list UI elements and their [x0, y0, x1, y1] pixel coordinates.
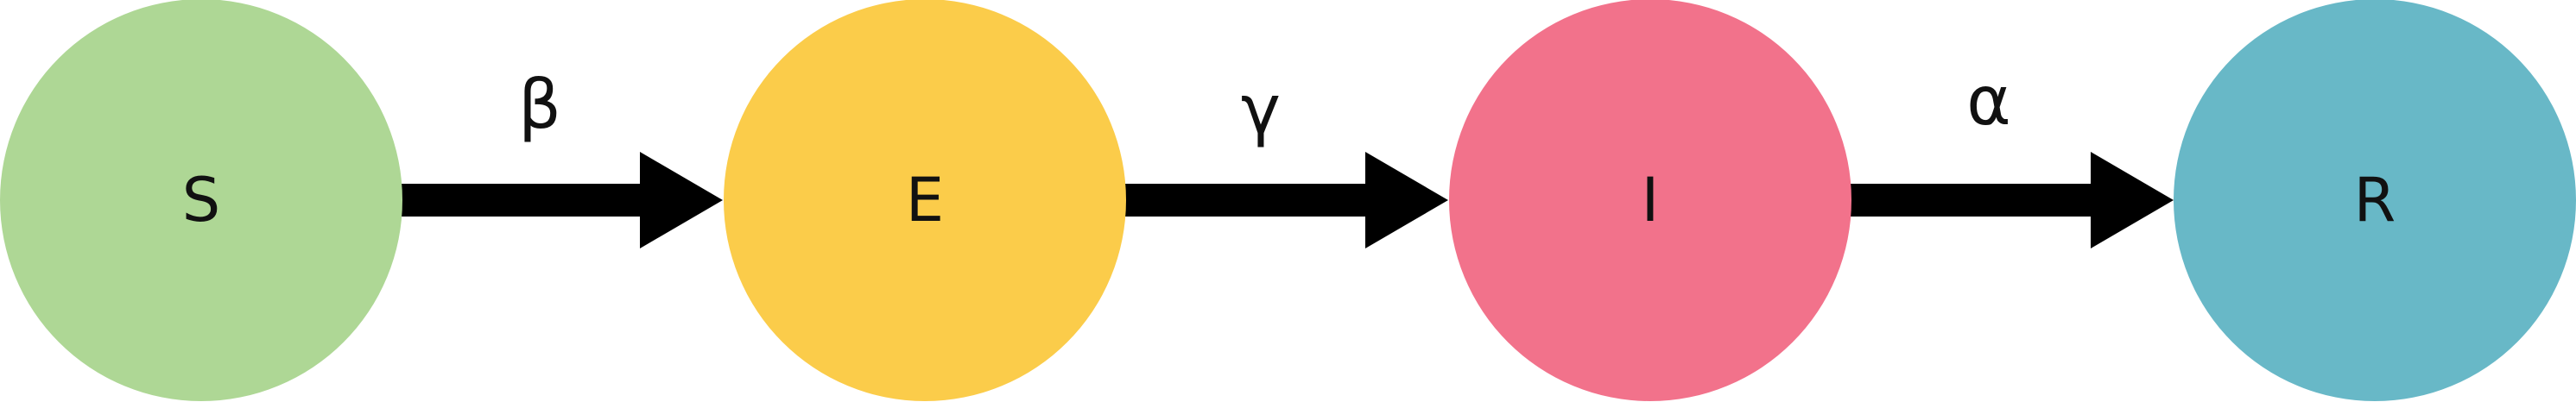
arrow-s-to-e-shaft	[400, 184, 643, 217]
arrow-e-to-i	[1125, 152, 1448, 248]
node-r-circle	[2174, 0, 2576, 401]
node-r-label: R	[2354, 165, 2396, 236]
node-i-circle	[1449, 0, 1851, 401]
arrow-e-to-i-head	[1365, 152, 1448, 248]
arrow-s-to-e	[400, 152, 723, 248]
arrow-s-to-e-head	[640, 152, 723, 248]
edge-label-alpha: α	[1966, 63, 2010, 141]
node-i: I	[1449, 0, 1851, 401]
node-s-circle	[0, 0, 402, 401]
node-s-label: S	[182, 165, 220, 236]
node-i-label: I	[1642, 165, 1660, 236]
arrow-i-to-r-shaft	[1851, 184, 2094, 217]
node-e-label: E	[906, 165, 944, 236]
arrow-i-to-r	[1851, 152, 2174, 248]
node-r: R	[2174, 0, 2576, 401]
edge-label-beta: β	[518, 66, 561, 144]
arrow-i-to-r-head	[2091, 152, 2174, 248]
node-e-circle	[724, 0, 1126, 401]
node-s: S	[0, 0, 402, 401]
node-e: E	[724, 0, 1126, 401]
arrow-e-to-i-shaft	[1125, 184, 1369, 217]
edge-label-gamma: γ	[1241, 72, 1281, 149]
